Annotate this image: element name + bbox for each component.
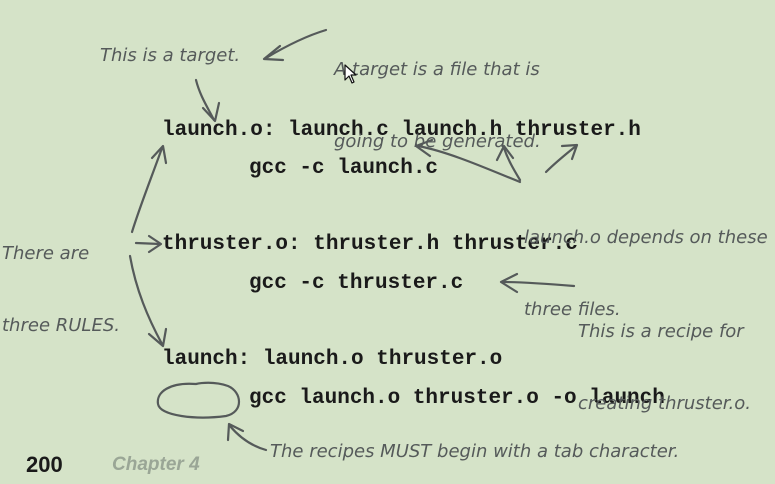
arrowhead-tab-note bbox=[226, 422, 245, 442]
chapter-label: Chapter 4 bbox=[112, 454, 200, 475]
arrowhead-recipe-note bbox=[499, 272, 519, 294]
three-rules-line2: three RULES. bbox=[2, 315, 120, 336]
three-rules-line1: There are bbox=[2, 243, 90, 264]
arrow-label-to-target bbox=[194, 78, 216, 122]
arrowhead-definition-to-label bbox=[262, 44, 285, 62]
depends-note: launch.o depends on these three files. bbox=[524, 178, 768, 346]
rule2-target-line: thruster.o: thruster.h thruster.c bbox=[162, 233, 578, 256]
arrowhead-depends-to-thruster-h bbox=[560, 143, 579, 161]
tab-character-note: The recipes MUST begin with a tab charac… bbox=[270, 441, 680, 462]
page-number: 200 bbox=[26, 452, 63, 477]
arrow-rules-to-rule3 bbox=[128, 254, 164, 346]
arrow-rules-to-rule2 bbox=[134, 241, 162, 246]
arrowhead-label-to-target bbox=[201, 101, 221, 123]
target-definition-line1: A target is a file that is bbox=[334, 59, 540, 80]
rule1-recipe-line: gcc -c launch.c bbox=[249, 157, 439, 180]
arrow-depends-to-launch-c bbox=[416, 144, 522, 184]
arrow-tab-note bbox=[228, 424, 268, 452]
rule1-target-line: launch.o: launch.c launch.h thruster.h bbox=[162, 119, 641, 142]
target-definition-line2: going to be generated. bbox=[334, 131, 541, 152]
arrow-recipe-note bbox=[500, 280, 576, 288]
recipe-line2: creating thruster.o. bbox=[578, 393, 752, 414]
arrowhead-rules-to-rule3 bbox=[147, 327, 168, 348]
arrow-depends-to-thruster-h bbox=[544, 144, 578, 174]
arrow-depends-to-launch-h bbox=[502, 146, 522, 182]
recipe-note: This is a recipe for creating thruster.o… bbox=[578, 272, 751, 440]
arrowhead-depends-to-launch-h bbox=[495, 144, 515, 162]
target-definition-note: A target is a file that is going to be g… bbox=[334, 10, 541, 178]
arrowhead-depends-to-launch-c bbox=[414, 138, 434, 158]
depends-line2: three files. bbox=[524, 299, 621, 320]
rule3-recipe-line: gcc launch.o thruster.o -o launch bbox=[249, 387, 665, 410]
this-is-target-note: This is a target. bbox=[100, 45, 241, 66]
depends-line1: launch.o depends on these bbox=[524, 227, 768, 248]
rule2-recipe-line: gcc -c thruster.c bbox=[249, 272, 464, 295]
arrowhead-rules-to-rule1 bbox=[150, 144, 168, 165]
three-rules-note: There are three RULES. bbox=[2, 194, 120, 362]
mouse-cursor-icon bbox=[344, 64, 357, 84]
recipe-line1: This is a recipe for bbox=[578, 321, 744, 342]
arrow-definition-to-label bbox=[264, 28, 328, 60]
rule3-target-line: launch: launch.o thruster.o bbox=[162, 348, 503, 371]
tab-loop-circle bbox=[156, 381, 241, 419]
arrow-rules-to-rule1 bbox=[130, 146, 164, 234]
arrowhead-rules-to-rule2 bbox=[147, 234, 163, 254]
